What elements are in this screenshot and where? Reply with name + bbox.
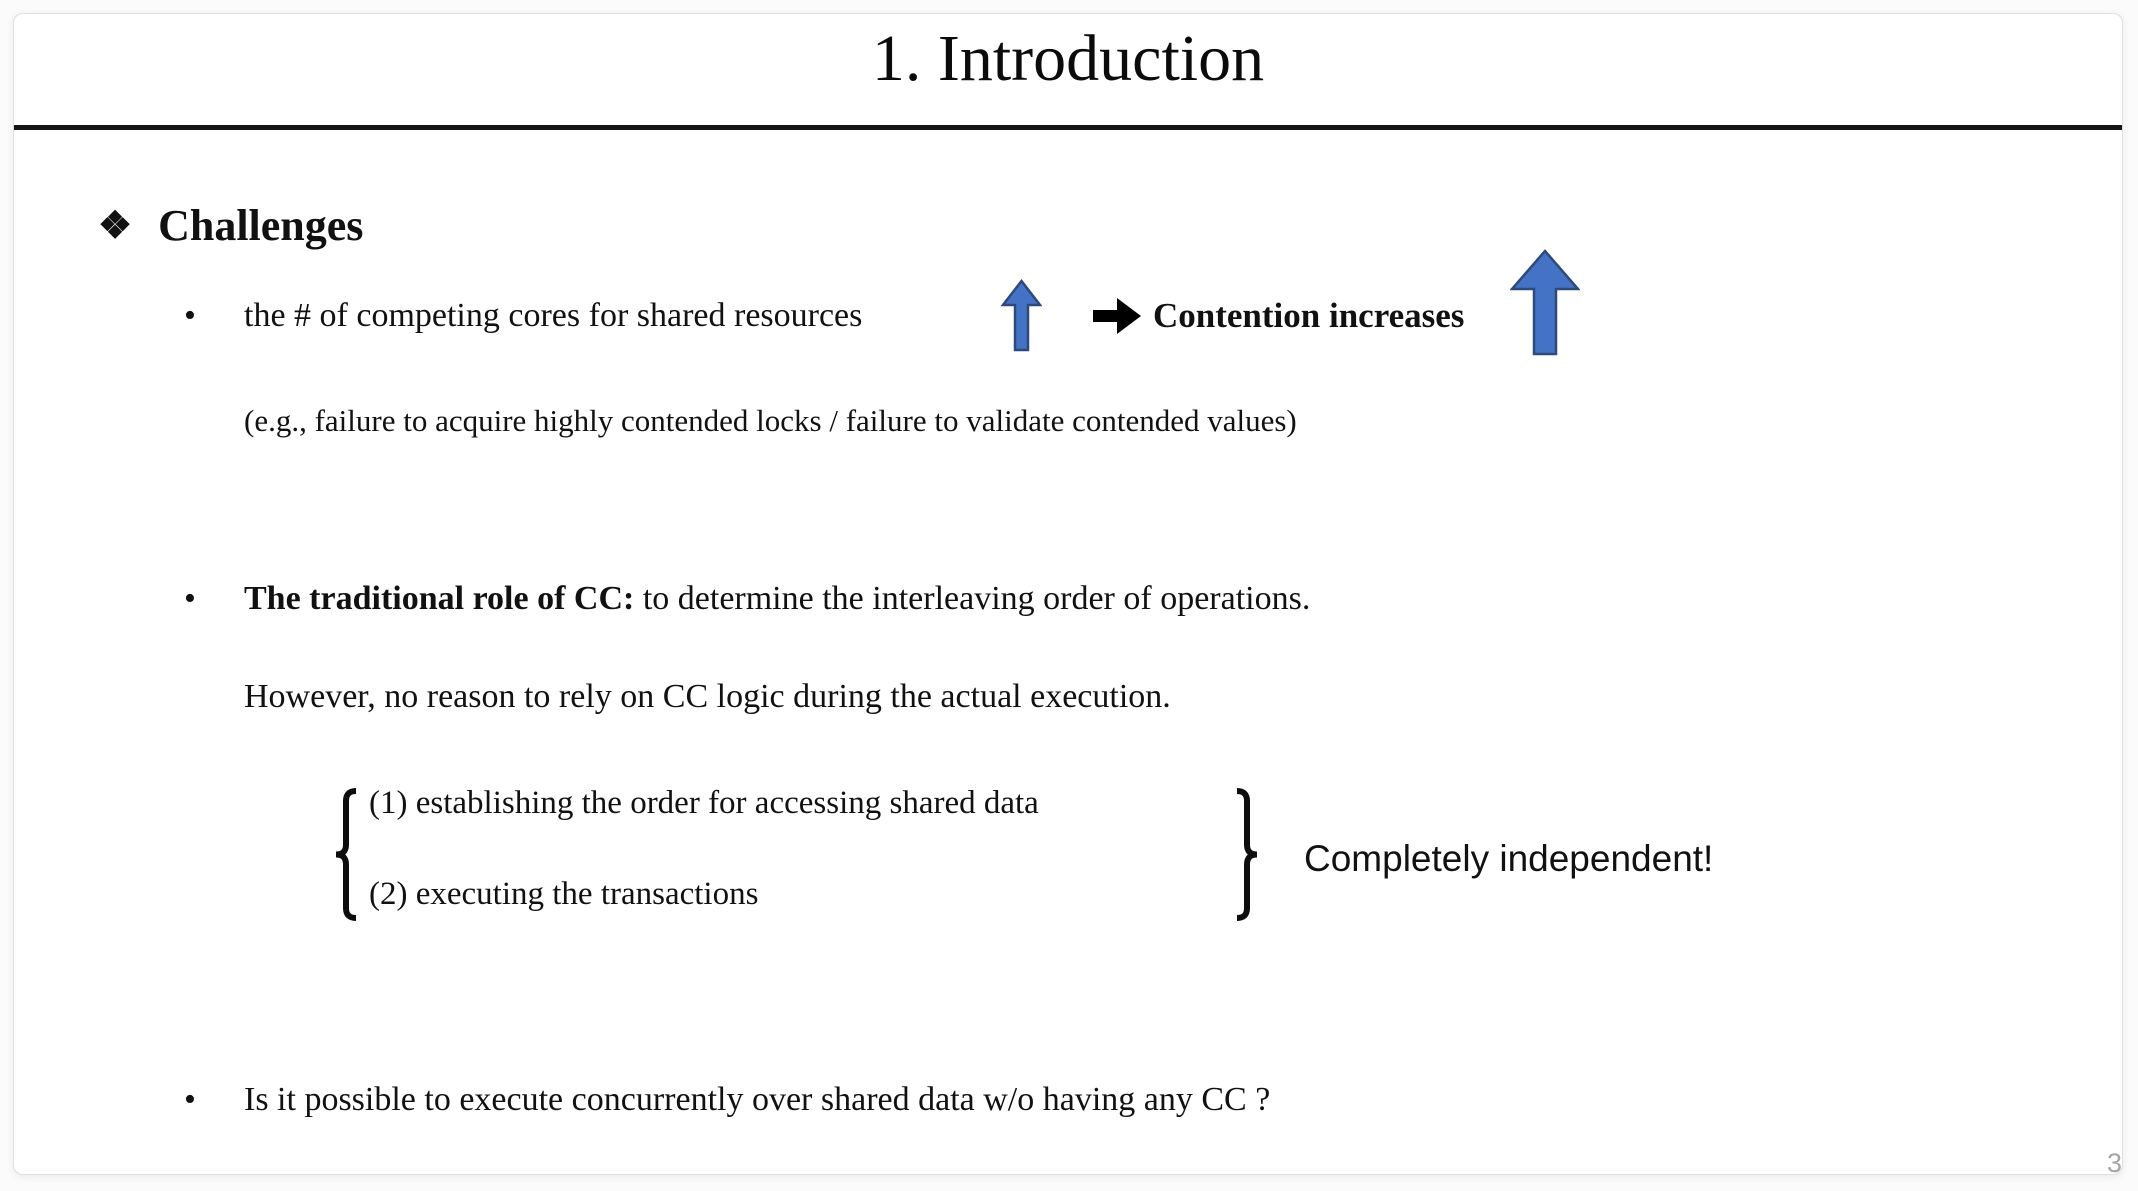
bullet-row-traditional-cc: • The traditional role of CC: to determi… [14, 577, 2122, 621]
slide: 1. Introduction ❖ Challenges • the # of … [13, 13, 2123, 1175]
however-line: However, no reason to rely on CC logic d… [244, 678, 1171, 715]
right-arrow-icon [1093, 298, 1141, 334]
diamond-bullet-icon: ❖ [98, 205, 133, 247]
up-arrow-small-icon [1001, 279, 1042, 352]
contention-increases-label: Contention increases [1153, 296, 1465, 335]
left-brace-shape [335, 788, 357, 921]
up-arrow-large-icon [1510, 249, 1580, 356]
bullet-text-cores: the # of competing cores for shared reso… [244, 297, 863, 334]
group-item-executing: (2) executing the transactions [369, 876, 759, 912]
bullet-row-cores: • the # of competing cores for shared re… [14, 294, 2122, 338]
section-heading-label: Challenges [158, 201, 364, 250]
bullet-marker: • [184, 580, 196, 617]
example-subtext: (e.g., failure to acquire highly contend… [244, 403, 1297, 438]
group-item-order: (1) establishing the order for accessing… [369, 785, 1039, 821]
slide-title: 1. Introduction [871, 22, 1265, 95]
bullet-text-traditional-cc: The traditional role of CC: to determine… [244, 577, 1310, 621]
right-brace-shape [1236, 788, 1258, 921]
bullet-text-question: Is it possible to execute concurrently o… [244, 1081, 1271, 1118]
title-divider-line [14, 125, 2122, 130]
traditional-cc-rest: to determine the interleaving order of o… [634, 580, 1311, 617]
page-number: 3 [2107, 1148, 2123, 1175]
section-heading: ❖ Challenges [98, 200, 363, 252]
independent-annotation: Completely independent! [1304, 838, 1714, 879]
traditional-cc-bold-lead: The traditional role of CC: [244, 580, 635, 617]
bullet-marker: • [184, 1081, 196, 1118]
bullet-marker: • [184, 297, 196, 334]
bullet-row-question: • Is it possible to execute concurrently… [14, 1078, 2122, 1122]
